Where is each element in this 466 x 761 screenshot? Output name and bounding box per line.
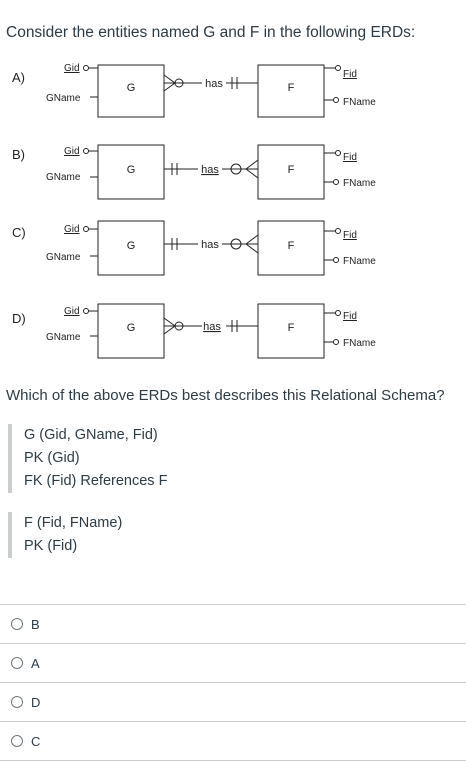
relationship-has: has bbox=[201, 239, 219, 251]
schema-line: PK (Gid) bbox=[24, 450, 80, 466]
attr-gid: Gid bbox=[64, 63, 80, 74]
attr-fname: FName bbox=[343, 97, 376, 108]
relationship-has: has bbox=[203, 321, 221, 333]
erd-label-b: B) bbox=[12, 147, 25, 162]
attr-fid: Fid bbox=[343, 69, 357, 80]
question-text: Consider the entities named G and F in t… bbox=[6, 24, 416, 41]
erd-b: Gid GName G has F Fid FName bbox=[46, 144, 376, 200]
entity-g: G bbox=[127, 322, 136, 334]
attr-fid: Fid bbox=[343, 152, 357, 163]
entity-g: G bbox=[127, 164, 136, 176]
radio-button[interactable] bbox=[11, 696, 23, 708]
entity-f: F bbox=[288, 82, 295, 94]
radio-button[interactable] bbox=[11, 657, 23, 669]
choice-a[interactable]: A bbox=[0, 644, 466, 683]
choice-label: D bbox=[31, 694, 41, 710]
answer-choices: B A D C bbox=[0, 604, 466, 761]
attr-gid: Gid bbox=[64, 306, 80, 317]
choice-c[interactable]: C bbox=[0, 722, 466, 761]
erd-a: Gid GName G has F Fid FName bbox=[46, 63, 376, 118]
schema-f-block: F (Fid, FName) PK (Fid) bbox=[8, 512, 122, 558]
radio-button[interactable] bbox=[11, 735, 23, 747]
attr-fid: Fid bbox=[343, 230, 357, 241]
attr-gname: GName bbox=[46, 172, 81, 183]
prompt-text: Which of the above ERDs best describes t… bbox=[6, 387, 445, 404]
entity-g: G bbox=[127, 82, 136, 94]
choice-label: A bbox=[31, 655, 40, 671]
erd-c: Gid GName G has F Fid FName bbox=[46, 220, 376, 276]
attr-fname: FName bbox=[343, 256, 376, 267]
attr-gname: GName bbox=[46, 332, 81, 343]
attr-fid: Fid bbox=[343, 311, 357, 322]
entity-f: F bbox=[288, 164, 295, 176]
attr-gid: Gid bbox=[64, 146, 80, 157]
schema-g-block: G (Gid, GName, Fid) PK (Gid) FK (Fid) Re… bbox=[8, 424, 167, 493]
attr-gname: GName bbox=[46, 93, 81, 104]
schema-line: PK (Fid) bbox=[24, 538, 78, 554]
relationship-has: has bbox=[201, 164, 219, 176]
schema-line: G (Gid, GName, Fid) bbox=[24, 427, 158, 443]
choice-d[interactable]: D bbox=[0, 683, 466, 722]
choice-label: C bbox=[31, 733, 41, 749]
entity-f: F bbox=[288, 322, 295, 334]
erd-d: Gid GName G has F Fid FName bbox=[46, 303, 376, 359]
choice-b[interactable]: B bbox=[0, 604, 466, 644]
relationship-has: has bbox=[205, 78, 223, 90]
entity-f: F bbox=[288, 240, 295, 252]
attr-fname: FName bbox=[343, 178, 376, 189]
erd-label-c: C) bbox=[12, 225, 26, 240]
choice-label: B bbox=[31, 616, 40, 632]
erd-label-a: A) bbox=[12, 70, 25, 85]
radio-button[interactable] bbox=[11, 618, 23, 630]
erd-label-d: D) bbox=[12, 311, 26, 326]
schema-line: FK (Fid) References F bbox=[24, 473, 168, 489]
entity-g: G bbox=[127, 240, 136, 252]
attr-gname: GName bbox=[46, 252, 81, 263]
attr-fname: FName bbox=[343, 338, 376, 349]
attr-gid: Gid bbox=[64, 224, 80, 235]
schema-line: F (Fid, FName) bbox=[24, 515, 123, 531]
